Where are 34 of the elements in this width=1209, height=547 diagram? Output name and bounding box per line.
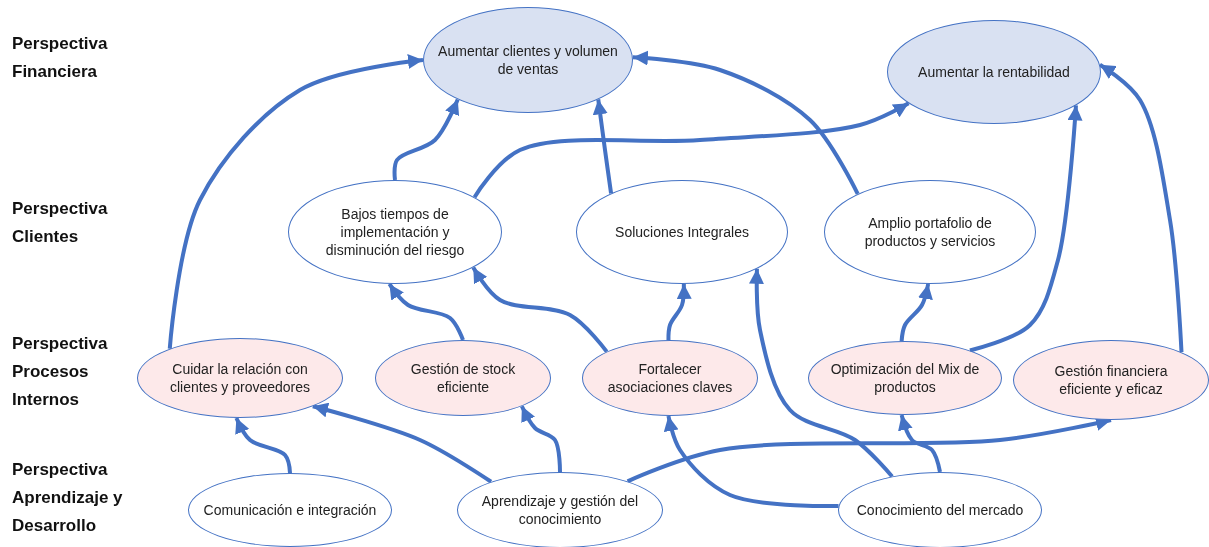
arrow: [392, 98, 460, 181]
objective-text: Amplio portafolio de productos y servicios: [863, 213, 997, 251]
arrow: [312, 402, 493, 484]
arrow: [666, 284, 692, 341]
objective-text: Aumentar la rentabilidad: [917, 62, 1071, 82]
objective-text: Comunicación e integración: [202, 500, 378, 520]
arrow: [167, 54, 424, 349]
arrow: [969, 105, 1083, 353]
arrow: [592, 99, 614, 194]
arrow: [472, 101, 910, 199]
perspective-label: Perspectiva Procesos Internos: [12, 333, 109, 412]
arrow: [1098, 63, 1184, 353]
objective-text: Gestión de stock eficiente: [409, 359, 517, 397]
arrow: [899, 283, 933, 342]
arrow: [663, 415, 839, 509]
objective-text: Bajos tiempos de implementación y disminución del riesgo: [324, 204, 466, 260]
objective-text: Gestión financiera eficiente y eficaz: [1053, 361, 1169, 399]
perspective-label: Perspectiva Clientes: [12, 198, 109, 249]
arrow: [234, 417, 292, 474]
objective-text: Conocimiento del mercado: [855, 500, 1025, 520]
arrow: [632, 50, 860, 195]
perspective-label: Perspectiva Financiera: [12, 33, 109, 84]
arrow: [387, 282, 465, 341]
objective-text: Soluciones Integrales: [614, 222, 750, 242]
arrow: [520, 405, 562, 473]
arrow: [471, 266, 609, 353]
objective-text: Aprendizaje y gestión del conocimiento: [480, 491, 640, 529]
arrow: [898, 414, 942, 473]
objective-text: Aumentar clientes y volumen de ventas: [437, 41, 619, 79]
objective-text: Optimización del Mix de productos: [829, 359, 981, 397]
arrow: [749, 268, 894, 478]
perspective-label: Perspectiva Aprendizaje y Desarrollo: [12, 459, 124, 538]
objective-text: Fortalecer asociaciones claves: [606, 359, 734, 397]
objective-text: Cuidar la relación con clientes y proveedores: [168, 359, 312, 397]
